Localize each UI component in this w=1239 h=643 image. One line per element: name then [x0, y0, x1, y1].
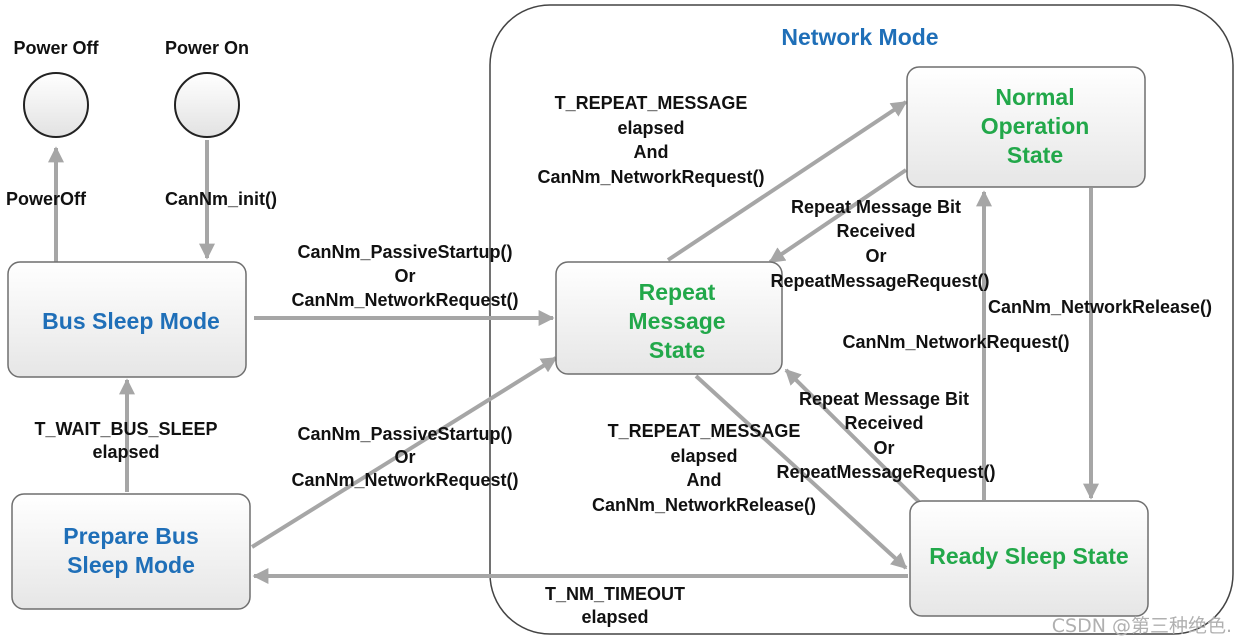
label-repeat-to-ready: T_REPEAT_MESSAGE	[608, 421, 801, 441]
state-label: Prepare Bus	[63, 523, 199, 549]
power-on-circle	[174, 72, 240, 138]
transition-labels: PowerOff CanNm_init() CanNm_PassiveStart…	[6, 93, 1212, 627]
edge-normal-to-repeat	[768, 168, 908, 264]
state-bus-sleep: Bus Sleep Mode	[7, 261, 247, 378]
state-label: Operation	[981, 113, 1090, 139]
watermark: CSDN @第三种绝色.	[1052, 615, 1232, 637]
power-on-label: Power On	[165, 38, 249, 58]
label-ready-to-prepare: elapsed	[581, 607, 648, 627]
state-label: Bus Sleep Mode	[42, 308, 220, 334]
label-prepare-to-repeat: Or	[394, 447, 415, 467]
state-label: Message	[628, 308, 725, 334]
label-normal-to-repeat: RepeatMessageRequest()	[770, 271, 989, 291]
label-bus-sleep-to-repeat: CanNm_PassiveStartup()	[297, 242, 512, 262]
label-repeat-to-ready: And	[687, 470, 722, 490]
label-repeat-to-normal: T_REPEAT_MESSAGE	[555, 93, 748, 113]
label-prepare-to-repeat: CanNm_NetworkRequest()	[291, 470, 518, 490]
state-label: State	[1007, 142, 1063, 168]
state-normal-operation: Normal Operation State	[906, 66, 1146, 188]
power-off-label: Power Off	[13, 38, 99, 58]
label-power-off: PowerOff	[6, 189, 87, 209]
power-off-circle	[23, 72, 89, 138]
label-bus-sleep-to-repeat: CanNm_NetworkRequest()	[291, 290, 518, 310]
label-ready-to-repeat: RepeatMessageRequest()	[776, 462, 995, 482]
label-repeat-to-normal: CanNm_NetworkRequest()	[537, 167, 764, 187]
label-repeat-to-ready: CanNm_NetworkRelease()	[592, 495, 816, 515]
label-prepare-to-bus-sleep: elapsed	[92, 442, 159, 462]
edge-ready-to-repeat	[784, 368, 922, 505]
state-ready-sleep: Ready Sleep State	[909, 500, 1149, 617]
state-label: Repeat	[639, 279, 716, 305]
edge-repeat-to-normal	[666, 100, 908, 262]
edge-prepare-to-repeat	[250, 356, 558, 549]
label-power-on: CanNm_init()	[165, 189, 277, 209]
state-label: Normal	[995, 84, 1074, 110]
label-repeat-to-normal: And	[634, 142, 669, 162]
label-normal-to-repeat: Received	[836, 221, 915, 241]
label-ready-to-repeat: Repeat Message Bit	[799, 389, 969, 409]
label-prepare-to-repeat: CanNm_PassiveStartup()	[297, 424, 512, 444]
label-ready-to-repeat: Or	[873, 438, 894, 458]
label-ready-to-normal: CanNm_NetworkRequest()	[842, 332, 1069, 352]
label-bus-sleep-to-repeat: Or	[394, 266, 415, 286]
state-prepare-bus-sleep: Prepare Bus Sleep Mode	[11, 493, 251, 610]
state-repeat-message: Repeat Message State	[555, 261, 783, 375]
label-ready-to-repeat: Received	[844, 413, 923, 433]
label-repeat-to-ready: elapsed	[670, 446, 737, 466]
edge-repeat-to-ready	[694, 374, 908, 570]
label-normal-to-ready: CanNm_NetworkRelease()	[988, 297, 1212, 317]
label-repeat-to-normal: elapsed	[617, 118, 684, 138]
label-ready-to-prepare: T_NM_TIMEOUT	[545, 584, 685, 604]
transition-edges	[48, 100, 1099, 584]
state-label: Sleep Mode	[67, 552, 195, 578]
state-label: State	[649, 337, 705, 363]
label-prepare-to-bus-sleep: T_WAIT_BUS_SLEEP	[34, 419, 217, 439]
label-normal-to-repeat: Repeat Message Bit	[791, 197, 961, 217]
network-mode-title: Network Mode	[781, 24, 938, 50]
label-normal-to-repeat: Or	[865, 246, 886, 266]
state-label: Ready Sleep State	[929, 543, 1128, 569]
